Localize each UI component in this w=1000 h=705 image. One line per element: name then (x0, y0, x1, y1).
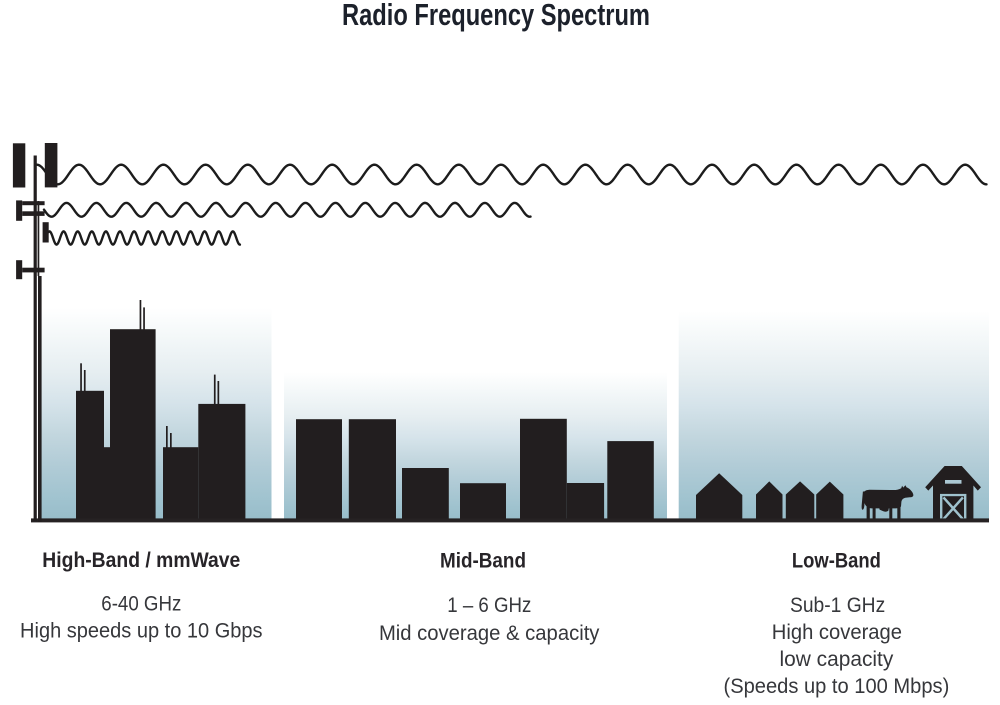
svg-text:1 – 6 GHz: 1 – 6 GHz (447, 594, 531, 617)
svg-text:Mid coverage & capacity: Mid coverage & capacity (379, 622, 600, 645)
svg-text:High-Band / mmWave: High-Band / mmWave (42, 548, 240, 572)
svg-text:High coverage: High coverage (772, 621, 902, 644)
svg-text:low capacity: low capacity (780, 648, 894, 671)
svg-text:Radio Frequency Spectrum: Radio Frequency Spectrum (342, 0, 650, 32)
svg-text:Low-Band: Low-Band (792, 548, 881, 572)
svg-text:Sub-1 GHz: Sub-1 GHz (790, 594, 885, 617)
svg-text:Mid-Band: Mid-Band (440, 549, 526, 573)
svg-text:High speeds up to 10 Gbps: High speeds up to 10 Gbps (20, 620, 263, 643)
svg-text:(Speeds up to 100 Mbps): (Speeds up to 100 Mbps) (724, 675, 950, 698)
svg-text:6-40 GHz: 6-40 GHz (101, 592, 181, 615)
